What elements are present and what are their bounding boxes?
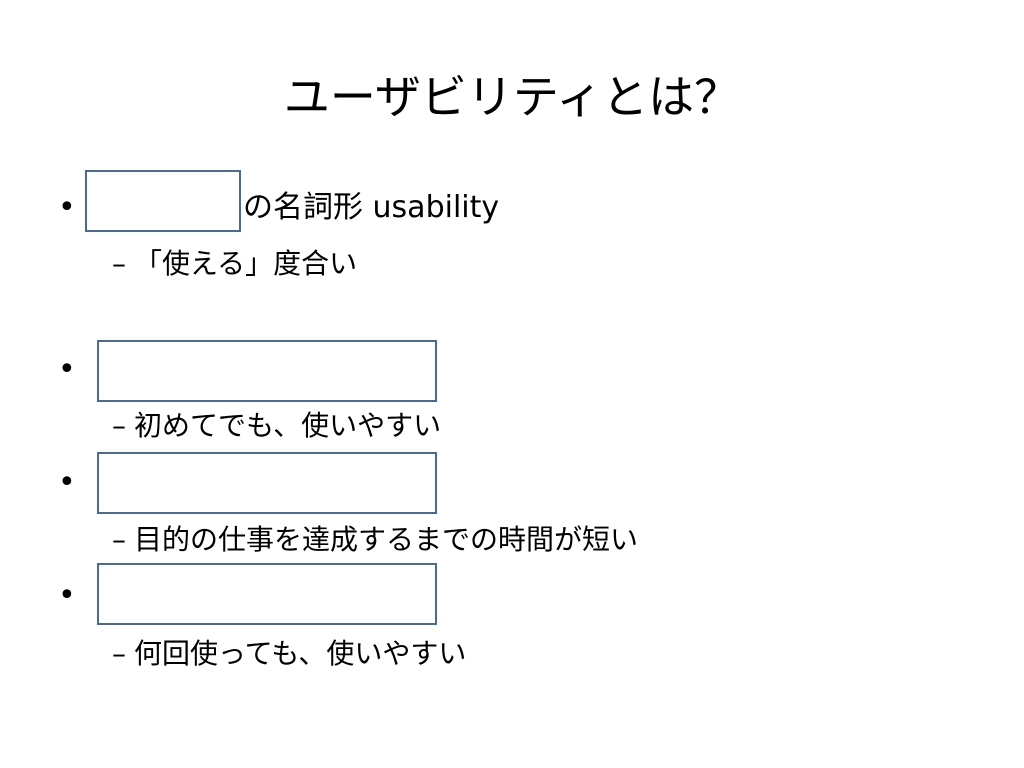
blank-answer-box[interactable] xyxy=(97,452,437,514)
sub-item: –目的の仕事を達成するまでの時間が短い xyxy=(112,520,638,560)
dash-marker: – xyxy=(112,409,126,442)
slide-title: ユーザビリティとは？ xyxy=(283,70,741,124)
blank-answer-box[interactable] xyxy=(97,340,437,402)
bullet-marker: • xyxy=(58,578,76,613)
dash-marker: – xyxy=(112,637,126,670)
bullet-text: の名詞形 usability xyxy=(243,190,500,225)
sub-item-text: 何回使っても、使いやすい xyxy=(134,637,467,670)
sub-item-text: 目的の仕事を達成するまでの時間が短い xyxy=(134,523,639,556)
sub-item: –初めてでも、使いやすい xyxy=(112,406,441,446)
sub-item-text: 初めてでも、使いやすい xyxy=(134,409,442,442)
bullet-marker: • xyxy=(58,465,76,500)
blank-answer-box[interactable] xyxy=(85,170,241,232)
bullet-marker: • xyxy=(58,352,76,387)
sub-item-text: 「使える」度合い xyxy=(134,247,358,280)
dash-marker: – xyxy=(112,523,126,556)
blank-answer-box[interactable] xyxy=(97,563,437,625)
dash-marker: – xyxy=(112,247,126,280)
bullet-marker: • xyxy=(58,190,76,225)
sub-item: –何回使っても、使いやすい xyxy=(112,634,466,674)
sub-item: –「使える」度合い xyxy=(112,244,357,284)
